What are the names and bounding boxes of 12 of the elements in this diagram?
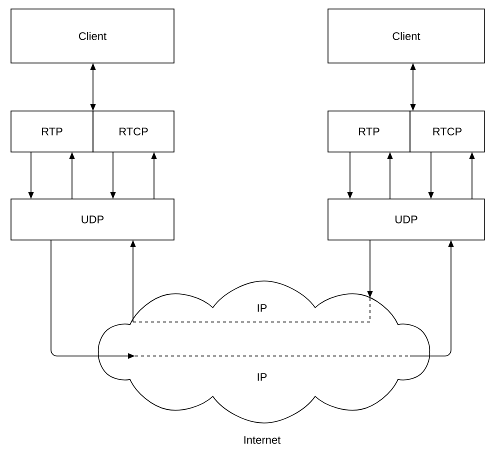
layer-box: RTCP — [410, 110, 485, 152]
layer-box: Client — [10, 8, 174, 64]
caption: Internet — [244, 436, 281, 444]
layer-box: UDP — [328, 198, 485, 240]
layer-box: RTCP — [92, 110, 174, 152]
cloud-label: IP — [258, 373, 267, 381]
cloud-label: IP — [258, 304, 267, 312]
layer-box: Client — [328, 8, 485, 64]
cloud — [98, 280, 430, 424]
layer-box: RTP — [10, 110, 94, 152]
layer-box: RTP — [328, 110, 410, 152]
layer-box: UDP — [10, 198, 174, 240]
